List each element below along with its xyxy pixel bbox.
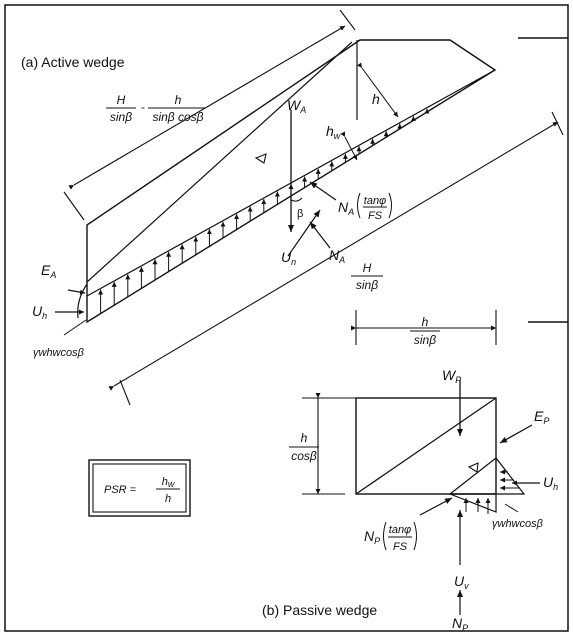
- label-passive-left-den: cosβ: [291, 449, 317, 463]
- label-NP-friction-N: NP: [364, 528, 380, 546]
- active-water-table: [86, 41, 353, 283]
- psr-numerator: hw: [162, 476, 175, 489]
- label-NA-FS: FS: [368, 210, 383, 222]
- paren-left-a: [357, 192, 361, 219]
- force-NP-friction-arrow: [419, 497, 453, 516]
- bottom-dimension-label-a: H sinβ: [351, 261, 383, 292]
- dimension-h-a: [357, 62, 399, 118]
- force-NA-friction-arrow: [309, 181, 337, 201]
- dimension-top-tick-right: [339, 9, 356, 31]
- dimension-bottom-tick-left: [119, 379, 131, 406]
- psr-denominator: h: [165, 493, 171, 505]
- water-table-symbol: [254, 153, 267, 164]
- passive-wedge-title: (b) Passive wedge: [262, 602, 377, 618]
- label-EP: EP: [534, 408, 549, 426]
- label-NA: NA: [329, 247, 345, 265]
- label-top-h-den: sinβ cosβ: [152, 110, 203, 124]
- force-NA-arrow: [309, 221, 331, 249]
- figure-frame: [4, 4, 569, 632]
- psr-box: PSR = hw h: [88, 459, 191, 517]
- paren-left-b: [383, 521, 387, 551]
- label-NA-friction-N: NA: [338, 199, 354, 217]
- label-top-dash: -: [141, 100, 145, 114]
- active-top-dimension-label: H sinβ - h sinβ cosβ: [106, 93, 206, 124]
- dimension-bottom-a: [108, 121, 559, 391]
- label-Uv: Uv: [454, 573, 469, 591]
- passive-block: [355, 397, 497, 495]
- passive-pressure-triangle: [448, 457, 526, 495]
- label-top-H-den: sinβ: [110, 110, 132, 124]
- active-end-pressure-curve: [77, 283, 88, 319]
- passive-top-dim-label: h sinβ: [410, 315, 440, 347]
- label-h-a: h: [372, 91, 380, 107]
- force-EP-arrow: [499, 424, 533, 444]
- label-WP: WP: [442, 367, 461, 385]
- label-bottom-den: sinβ: [356, 278, 378, 292]
- force-Un-arrow: [287, 209, 321, 257]
- label-beta: β: [297, 208, 303, 220]
- label-top-H: H: [117, 93, 126, 107]
- passive-diagonal: [355, 397, 497, 495]
- label-Un: Un: [281, 249, 296, 267]
- label-WA: WA: [287, 97, 306, 115]
- psr-box-inner: [92, 463, 187, 513]
- force-EA-arrow: [67, 289, 86, 295]
- label-bottom-H: H: [363, 261, 372, 275]
- label-pressure-b: γwhwcosβ: [492, 518, 544, 530]
- pressure-leader-a: [63, 319, 87, 336]
- beta-arc: [290, 197, 303, 202]
- label-NA-friction: NA tanφ FS: [338, 192, 392, 222]
- label-NP-FS: FS: [393, 541, 408, 553]
- label-top-h: h: [175, 93, 182, 107]
- passive-base-uplift: [449, 493, 497, 513]
- label-EA: EA: [41, 262, 56, 280]
- pressure-leader-b: [504, 503, 519, 513]
- paren-right-a: [388, 192, 392, 219]
- dimension-top-tick-left: [63, 191, 85, 221]
- label-NP: NP: [452, 615, 468, 633]
- label-passive-top-den: sinβ: [414, 333, 436, 347]
- label-passive-top-h: h: [422, 315, 429, 329]
- label-passive-left-h: h: [301, 431, 308, 445]
- psr-lhs: PSR =: [104, 484, 137, 496]
- passive-left-dim-label: h cosβ: [289, 431, 319, 463]
- passive-wedge: [302, 310, 540, 615]
- label-pressure-a: γwhwcosβ: [33, 347, 85, 359]
- label-NA-tan: tanφ: [364, 195, 386, 207]
- label-NP-friction: NP tanφ FS: [364, 521, 417, 553]
- psr-box-outer: [88, 459, 191, 517]
- active-wedge-title: (a) Active wedge: [21, 54, 125, 70]
- dimension-hw: [340, 131, 358, 161]
- paren-right-b: [413, 521, 417, 551]
- passive-water-symbol: [467, 462, 479, 473]
- label-NP-tan: tanφ: [389, 524, 411, 536]
- label-Uh-a: Uh: [32, 303, 47, 321]
- active-wedge: [55, 9, 564, 406]
- label-hw: hw: [326, 123, 341, 141]
- label-Uh-b: Uh: [543, 474, 558, 492]
- dimension-bottom-tick-right: [551, 111, 564, 136]
